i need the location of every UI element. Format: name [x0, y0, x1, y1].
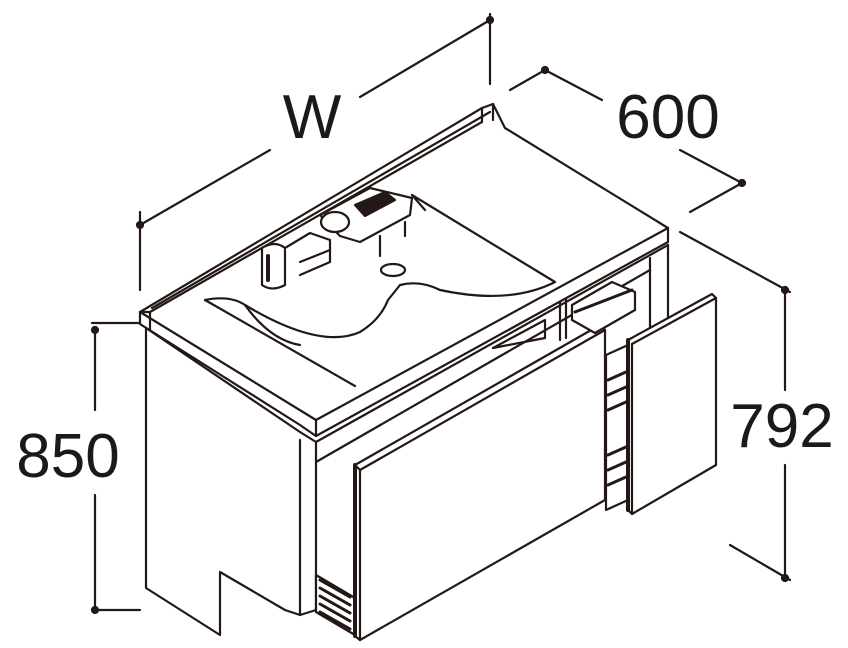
door-right[interactable] [626, 292, 718, 516]
depth-label: 600 [616, 83, 719, 152]
height-cabinet-label: 792 [730, 392, 833, 461]
dimension-height-cabinet: 792 [678, 230, 834, 583]
dimension-depth: 600 [508, 65, 747, 214]
faucet [260, 186, 414, 290]
width-label: W [283, 83, 342, 152]
sink-basin [203, 193, 557, 388]
dimension-width: W [135, 12, 495, 292]
dimension-height-total: 850 [16, 321, 142, 615]
drawer-right-upper [570, 280, 637, 335]
drawer-right-slides [604, 343, 630, 512]
height-total-label: 850 [16, 422, 119, 491]
